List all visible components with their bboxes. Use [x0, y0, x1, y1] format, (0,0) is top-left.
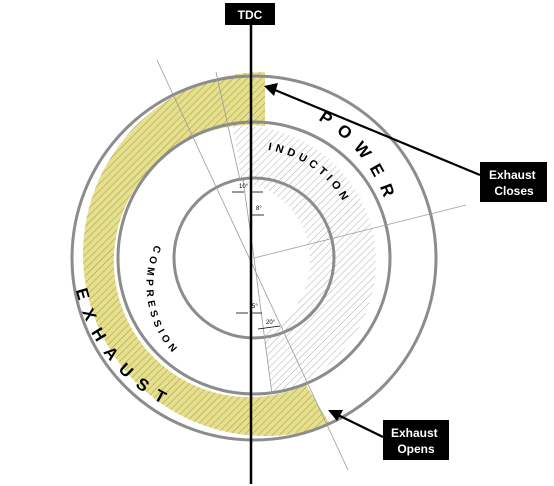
exhaust-opens-label-line1: Exhaust [391, 426, 438, 440]
exhaust-opens-box [383, 420, 449, 460]
guide-line-sector [215, 71, 241, 181]
tdc-label: TDC [238, 8, 263, 22]
exhaust-sector [83, 72, 330, 436]
inner-ring-inner-edge [172, 176, 336, 340]
angle-8-label: 8° [256, 206, 262, 212]
guide-line-right [253, 204, 467, 259]
guide-line-bdc [253, 257, 273, 395]
induction-sector [233, 125, 376, 394]
exhaust-closes-label-line2: Closes [494, 184, 534, 198]
angle-10-label: 10° [239, 184, 249, 190]
angle-20-label: 20° [266, 320, 276, 326]
angle-5-label: 5° [252, 304, 258, 310]
exhaust-opens-arrow-line [337, 414, 384, 438]
ring-divider-edge [116, 120, 392, 396]
exhaust-closes-label-line1: Exhaust [489, 168, 536, 182]
exhaust-closes-arrowhead [264, 83, 278, 96]
exhaust-opens-label: Exhaust Opens [391, 426, 441, 456]
guide-line-left [156, 59, 349, 471]
exhaust-closes-label: Exhaust Closes [489, 168, 539, 198]
exhaust-opens-label-line2: Opens [397, 442, 435, 456]
exhaust-opens-arrowhead [328, 410, 343, 421]
outer-ring-outer-edge [70, 74, 438, 442]
tdc-label-box [225, 3, 275, 25]
angle-20-tick [257, 325, 281, 330]
exhaust-closes-box [480, 162, 547, 202]
exhaust-closes-arrow-line [274, 88, 481, 177]
